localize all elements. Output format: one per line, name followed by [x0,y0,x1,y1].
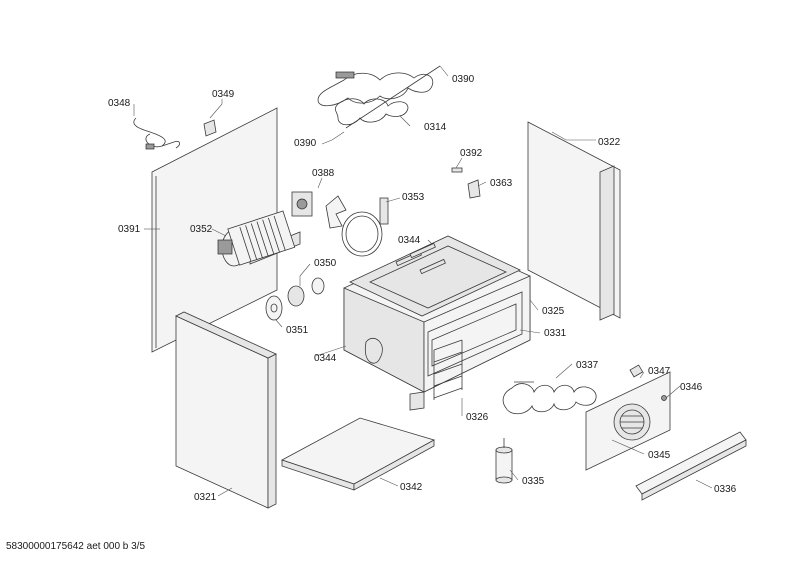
front-panel-lower [175,311,277,509]
power-cord [133,117,180,150]
label-0336: 0336 [714,484,737,495]
label-0390-top: 0390 [452,74,475,85]
label-0388: 0388 [312,168,335,179]
label-0322: 0322 [598,137,621,148]
label-0353: 0353 [402,192,425,203]
label-0350: 0350 [314,258,337,269]
label-0337: 0337 [576,360,599,371]
leader-lines [133,65,713,497]
clip-part [203,119,217,137]
label-0351: 0351 [286,325,309,336]
label-0347: 0347 [648,366,671,377]
label-0314: 0314 [424,122,447,133]
gasket-ring [341,197,389,257]
label-0342: 0342 [400,482,423,493]
washer [265,295,283,321]
document-footer: 58300000175642 aet 000 b 3/5 [6,541,146,552]
label-0345: 0345 [648,450,671,461]
label-0391: 0391 [118,224,141,235]
label-0352: 0352 [190,224,213,235]
label-0346: 0346 [680,382,703,393]
small-parts [451,167,481,199]
label-0363: 0363 [490,178,513,189]
label-0348: 0348 [108,98,131,109]
baking-tray [280,417,436,491]
label-0331: 0331 [544,328,567,339]
label-0321: 0321 [194,492,217,503]
label-0325: 0325 [542,306,565,317]
oven-cavity [343,235,531,411]
motor-unit [291,191,347,229]
fan-motor [217,210,301,267]
part-labels: 0348 0349 0390 0390 0314 0322 0392 0363 … [108,74,737,503]
rear-fan-cover-panel [585,371,671,471]
lamp-bulb [629,364,644,378]
bottom-heating-element [502,381,597,415]
adjustable-foot [495,438,513,484]
side-panel-right [527,121,621,321]
rack-rails [433,339,463,400]
label-0349: 0349 [212,89,235,100]
fan-parts [287,277,325,307]
label-0392: 0392 [460,148,483,159]
label-0344-bottom: 0344 [314,353,337,364]
label-0390-left: 0390 [294,138,317,149]
top-heating-element [317,65,441,129]
front-rail-strip [635,431,747,501]
label-0326: 0326 [466,412,489,423]
label-0335: 0335 [522,476,545,487]
label-0344-top: 0344 [398,235,421,246]
